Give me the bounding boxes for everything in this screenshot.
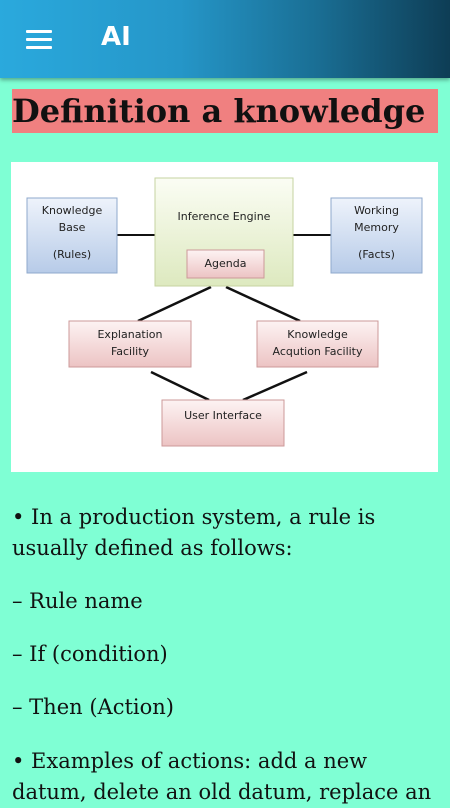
paragraph-1-line-2: usually defined as follows: <box>12 536 293 560</box>
working-memory-label: Working Memory (Facts) <box>331 202 422 263</box>
knowledge-acquisition-label: Knowledge Acqution Facility <box>257 326 378 360</box>
connector-expl-ui <box>150 370 210 402</box>
connector-ie-expl <box>137 285 212 323</box>
explanation-facility-line2: Facility <box>110 345 150 358</box>
connector-ie-acq <box>225 285 301 323</box>
knowledge-base-box <box>26 197 118 274</box>
content-paragraph-1: • In a production system, a rule is usua… <box>12 502 442 564</box>
knowledge-base-label: Knowledge Base (Rules) <box>27 202 117 263</box>
explanation-facility-box <box>68 320 192 368</box>
user-interface-label: User Interface <box>184 409 262 422</box>
menu-bar-line <box>26 46 52 49</box>
user-interface-box <box>161 399 285 447</box>
knowledge-base-line3: (Rules) <box>52 248 92 261</box>
list-item-rule-name: – Rule name <box>12 589 143 613</box>
working-memory-box <box>330 197 423 274</box>
knowledge-acquisition-line2: Acqution Facility <box>272 345 363 358</box>
menu-bar-line <box>26 38 52 41</box>
connector-acq-ui <box>242 370 308 402</box>
explanation-facility-line1: Explanation <box>97 328 163 341</box>
content-paragraph-2: • Examples of actions: add a new datum, … <box>12 746 442 808</box>
agenda-label: Agenda <box>204 257 247 270</box>
working-memory-line3: (Facts) <box>358 248 395 261</box>
knowledge-acquisition-line1: Knowledge <box>287 328 348 341</box>
hamburger-menu-icon[interactable] <box>18 22 60 58</box>
explanation-facility-label: Explanation Facility <box>69 326 191 360</box>
paragraph-2-line-1: • Examples of actions: add a new <box>12 749 368 773</box>
paragraph-1-line-1: • In a production system, a rule is <box>12 505 376 529</box>
working-memory-line2: Memory <box>354 221 399 234</box>
diagram-graphics <box>26 177 423 447</box>
knowledge-base-line2: Base <box>58 221 86 234</box>
agenda-box <box>186 249 265 279</box>
knowledge-acquisition-box <box>256 320 379 368</box>
expert-system-diagram: Knowledge Base (Rules) Inference Engine … <box>11 162 438 472</box>
working-memory-line1: Working <box>354 204 399 217</box>
knowledge-base-line1: Knowledge <box>41 204 103 217</box>
app-bar: AI <box>0 0 450 78</box>
page-heading: Definition a knowledge <box>12 89 438 133</box>
inference-engine-label: Inference Engine <box>177 210 271 223</box>
list-item-then-action: – Then (Action) <box>12 695 174 719</box>
app-title: AI <box>101 22 131 52</box>
list-item-if-condition: – If (condition) <box>12 642 168 666</box>
paragraph-2-line-2: datum, delete an old datum, replace an <box>12 780 432 804</box>
menu-bar-line <box>26 30 52 33</box>
